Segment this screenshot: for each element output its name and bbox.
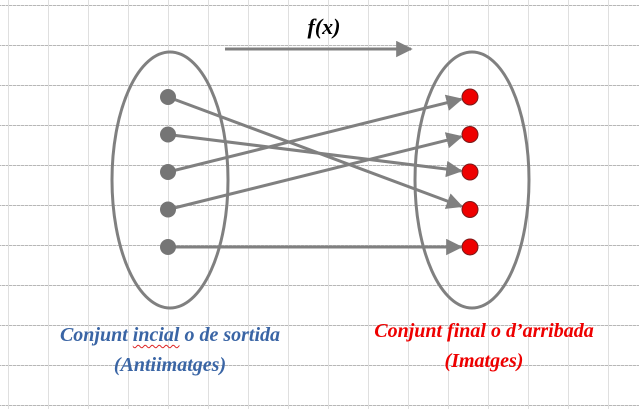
domain-point — [160, 201, 176, 218]
codomain-point — [461, 238, 479, 256]
mapping-arrows — [167, 94, 464, 256]
domain-points — [160, 89, 176, 255]
domain-set-ellipse — [110, 50, 230, 310]
domain-caption: Conjunt incial o de sortida — [20, 320, 320, 350]
domain-caption-misspelled-word: incial — [132, 324, 180, 346]
codomain-point — [461, 126, 479, 143]
domain-point — [160, 164, 176, 180]
function-label: f(x) — [307, 14, 341, 39]
domain-caption-block: Conjunt incial o de sortida (Antiimatges… — [20, 320, 320, 380]
codomain-points — [461, 88, 479, 256]
codomain-subcaption: (Imatges) — [444, 350, 524, 372]
codomain-set-ellipse — [413, 50, 531, 310]
domain-point — [160, 239, 176, 255]
codomain-point — [461, 201, 479, 218]
domain-caption-part: o de sortida — [179, 324, 281, 346]
codomain-caption-block: Conjunt final o d’arribada (Imatges) — [334, 316, 634, 376]
codomain-point — [461, 163, 479, 181]
domain-point — [160, 126, 176, 143]
codomain-point — [461, 88, 479, 106]
domain-caption-part: Conjunt — [59, 324, 133, 346]
mapping-arrow — [167, 94, 463, 174]
mapping-arrow — [167, 133, 463, 178]
domain-subcaption: (Antiimatges) — [113, 354, 227, 376]
mapping-arrow — [167, 132, 463, 211]
codomain-caption: Conjunt final o d’arribada — [374, 320, 594, 342]
domain-point — [160, 89, 176, 105]
